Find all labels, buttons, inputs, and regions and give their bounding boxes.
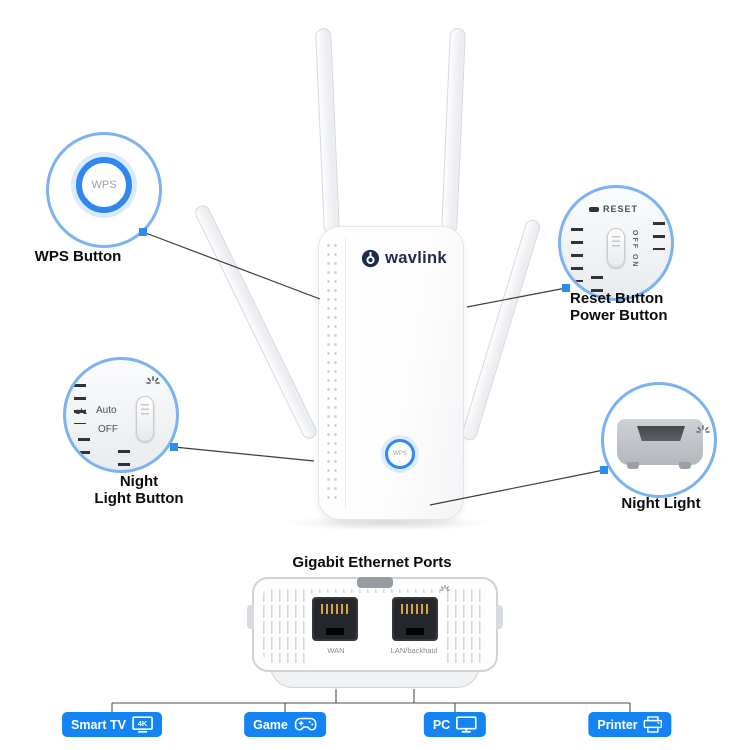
- port-slot: [326, 628, 344, 635]
- night-light-switch: [136, 396, 154, 442]
- night-switch-off-label: OFF: [98, 424, 118, 435]
- printer-chip: Printer: [588, 712, 672, 737]
- smart-tv-icon: 4K: [132, 716, 153, 733]
- device-foot: [627, 462, 639, 469]
- connection-lines: [111, 689, 631, 713]
- port-slot: [406, 628, 424, 635]
- night-light-button-label: Night Light Button: [79, 473, 199, 507]
- device-wps-button: WPS: [385, 439, 415, 469]
- night-light-lens: [637, 426, 685, 441]
- light-shine-icon: [440, 585, 450, 591]
- wps-button-label: WPS Button: [34, 248, 122, 265]
- wavlink-logo-text: wavlink: [385, 249, 447, 267]
- extender-back-panel: WAN LAN/backhaul: [247, 577, 503, 672]
- vent-slot: [591, 276, 603, 294]
- reset-pinhole: [589, 206, 599, 212]
- side-clip-right: [496, 605, 503, 629]
- vent-slot: [78, 438, 90, 464]
- wps-button-zoom: WPS: [76, 156, 132, 213]
- game-chip-label: Game: [253, 717, 288, 732]
- switch-ridges: [141, 404, 149, 416]
- power-switch: [607, 228, 625, 268]
- light-shine-icon: [146, 376, 160, 384]
- night-switch-auto-label: Auto: [96, 405, 117, 416]
- light-shine-icon: [76, 408, 87, 415]
- vent-holes: [326, 243, 341, 505]
- light-button-label-line: Light Button: [94, 490, 184, 507]
- antenna-top-right: [441, 27, 466, 235]
- smart-tv-chip-label: Smart TV: [71, 717, 126, 732]
- light-shine-icon: [696, 425, 710, 433]
- wavlink-logo-icon: [362, 249, 380, 268]
- extender-front: wavlink WPS: [318, 226, 464, 520]
- antenna-side-right: [460, 217, 542, 443]
- device-wps-label: WPS: [393, 451, 407, 457]
- ethernet-ports: WAN LAN/backhaul: [305, 593, 445, 667]
- mount-tab: [357, 577, 393, 588]
- side-clip-left: [247, 605, 254, 629]
- reset-button-label-line: Reset Button: [570, 290, 664, 307]
- switch-ridges: [612, 236, 620, 248]
- power-switch-markings: OFF ON: [631, 230, 638, 269]
- callout-wps-button: WPS: [46, 132, 162, 248]
- tv-4k-badge: 4K: [138, 719, 148, 728]
- game-controller-icon: [294, 717, 317, 731]
- printer-chip-label: Printer: [597, 717, 638, 732]
- wavlink-logo: wavlink: [345, 249, 463, 268]
- vent-slot: [118, 450, 130, 468]
- night-light-label: Night Light: [621, 495, 701, 512]
- smart-tv-chip: Smart TV 4K: [62, 712, 162, 737]
- callout-night-light-button: Auto OFF: [63, 357, 179, 473]
- callout-reset-power: RESET OFF ON: [558, 185, 674, 301]
- pc-chip-label: PC: [432, 717, 451, 732]
- panel-seam: [345, 237, 346, 509]
- gigabit-ethernet-title: Gigabit Ethernet Ports: [292, 554, 452, 571]
- lan-port: [392, 597, 438, 641]
- vent-slot: [571, 228, 583, 282]
- reset-power-label: Reset Button Power Button: [570, 290, 668, 324]
- wps-ring-label: WPS: [91, 178, 117, 191]
- antenna-side-left: [192, 202, 320, 442]
- printer-icon: [643, 716, 663, 733]
- device-foot: [679, 462, 691, 469]
- reset-label: RESET: [603, 204, 639, 214]
- callout-night-light: [601, 382, 717, 498]
- reset-row: RESET: [589, 204, 638, 214]
- power-button-label-line: Power Button: [570, 307, 668, 324]
- port-pins: [401, 604, 429, 614]
- port-pins: [321, 604, 349, 614]
- pc-monitor-icon: [456, 716, 478, 733]
- lan-port-label: LAN/backhaul: [390, 646, 438, 655]
- wan-port: [312, 597, 358, 641]
- vent-slot: [653, 222, 665, 250]
- device-bottom-view: [617, 419, 703, 469]
- wan-port-label: WAN: [327, 646, 345, 655]
- night-label-line: Night: [119, 473, 159, 490]
- pc-chip: PC: [423, 712, 487, 737]
- game-chip: Game: [244, 712, 326, 737]
- antenna-top-left: [315, 27, 340, 235]
